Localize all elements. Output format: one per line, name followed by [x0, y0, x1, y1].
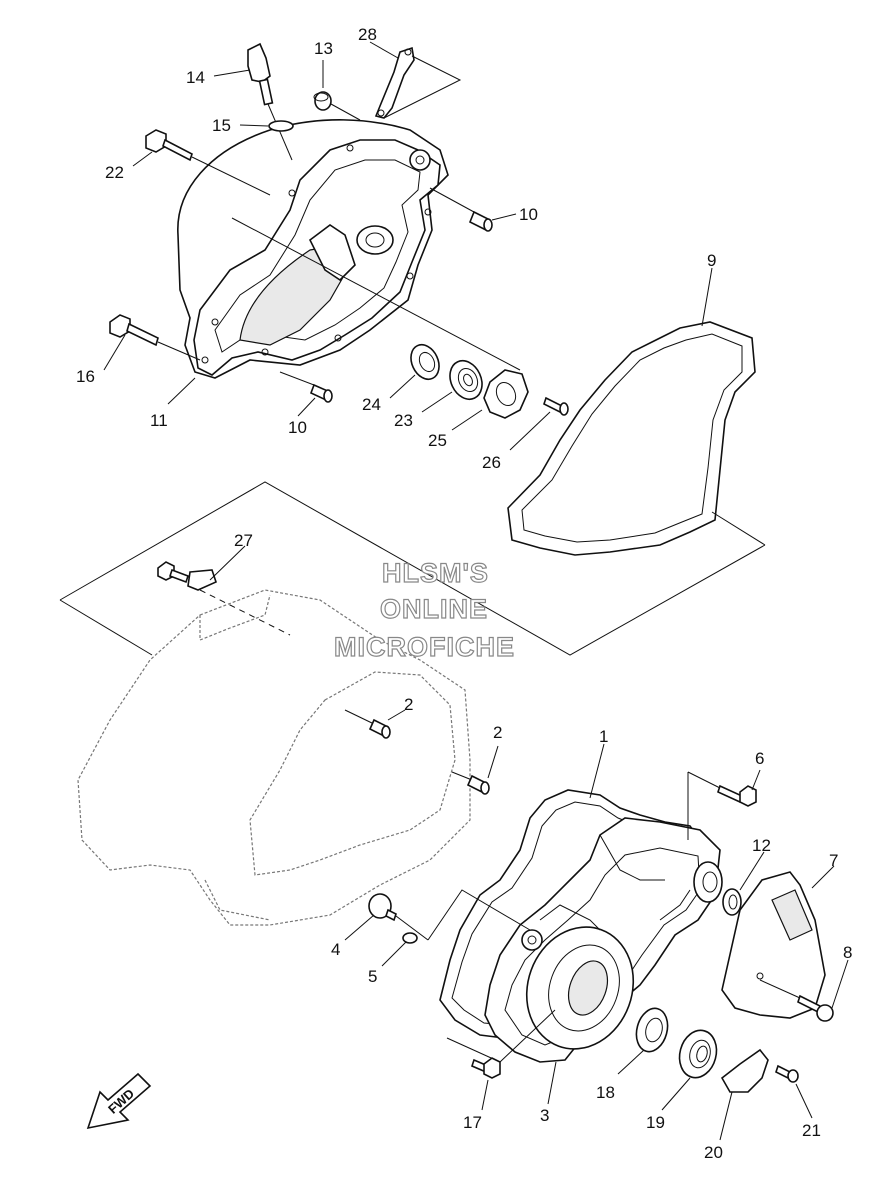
plug-4 [368, 893, 429, 941]
screw-26 [543, 396, 569, 416]
callout-11: 11 [150, 411, 168, 430]
assembly-guide-lines [59, 481, 766, 656]
crankcase-ghost [77, 589, 471, 926]
dowel-pin-10-lower [279, 371, 333, 403]
callout-9: 9 [707, 251, 716, 270]
callout-14: 14 [186, 68, 205, 87]
callout-5: 5 [368, 967, 377, 986]
seal-12 [722, 888, 742, 916]
bearing-18 [635, 1007, 669, 1053]
callout-3: 3 [540, 1106, 549, 1125]
callout-numbers: 28 13 14 15 22 10 9 16 11 10 24 23 25 26… [76, 25, 852, 1162]
callout-13: 13 [314, 39, 333, 58]
screw-21 [775, 1064, 799, 1083]
callout-20: 20 [704, 1143, 723, 1162]
callout-24: 24 [362, 395, 381, 414]
callout-17: 17 [463, 1113, 482, 1132]
bolt-17 [446, 1009, 556, 1079]
watermark-line-3: MICROFICHE [334, 632, 515, 662]
dowel-pin-10-upper [429, 187, 493, 232]
callout-28: 28 [358, 25, 377, 44]
callout-21: 21 [802, 1121, 821, 1140]
bolt-8 [759, 979, 834, 1022]
o-ring-5 [402, 932, 418, 944]
callout-25: 25 [428, 431, 447, 450]
bolt-16 [109, 314, 201, 361]
callout-8: 8 [843, 943, 852, 962]
callout-19: 19 [646, 1113, 665, 1132]
plug-13 [313, 91, 361, 121]
dipstick-14 [247, 42, 293, 161]
callout-7: 7 [829, 851, 838, 870]
callout-26: 26 [482, 453, 501, 472]
guard-7 [721, 871, 826, 1019]
axis-line-upper [231, 217, 521, 371]
callout-15: 15 [212, 116, 231, 135]
plate-25 [483, 369, 529, 419]
seal-19 [678, 1029, 718, 1079]
gasket-9 [507, 321, 756, 556]
oil-seal-24 [410, 343, 440, 381]
callout-27: 27 [234, 531, 253, 550]
callout-22: 22 [105, 163, 124, 182]
bolt-6 [687, 771, 757, 840]
dowel-pin-2-a [344, 709, 391, 739]
callout-2-a: 2 [404, 695, 413, 714]
o-ring-15 [268, 120, 294, 132]
callout-6: 6 [755, 749, 764, 768]
callout-1: 1 [599, 727, 608, 746]
bolt-22 [145, 129, 271, 196]
callout-10-upper: 10 [519, 205, 538, 224]
crankcase-cover-2 [177, 119, 449, 379]
watermark-line-1: HLSM'S [382, 558, 489, 588]
fwd-arrow-icon: FWD [86, 1072, 152, 1130]
watermark-line-2: ONLINE [380, 594, 488, 624]
callout-10-lower: 10 [288, 418, 307, 437]
callout-leaders [103, 41, 849, 1141]
crankcase-cover-1 [439, 789, 723, 1063]
callout-2-b: 2 [493, 723, 502, 742]
clamp-27 [157, 561, 217, 591]
callout-23: 23 [394, 411, 413, 430]
callout-16: 16 [76, 367, 95, 386]
callout-4: 4 [331, 940, 340, 959]
callout-12: 12 [752, 836, 771, 855]
dowel-pin-2-b [451, 771, 490, 795]
callout-18: 18 [596, 1083, 615, 1102]
bearing-23 [449, 359, 483, 401]
bracket-28 [374, 46, 462, 119]
plate-20 [720, 1048, 769, 1093]
